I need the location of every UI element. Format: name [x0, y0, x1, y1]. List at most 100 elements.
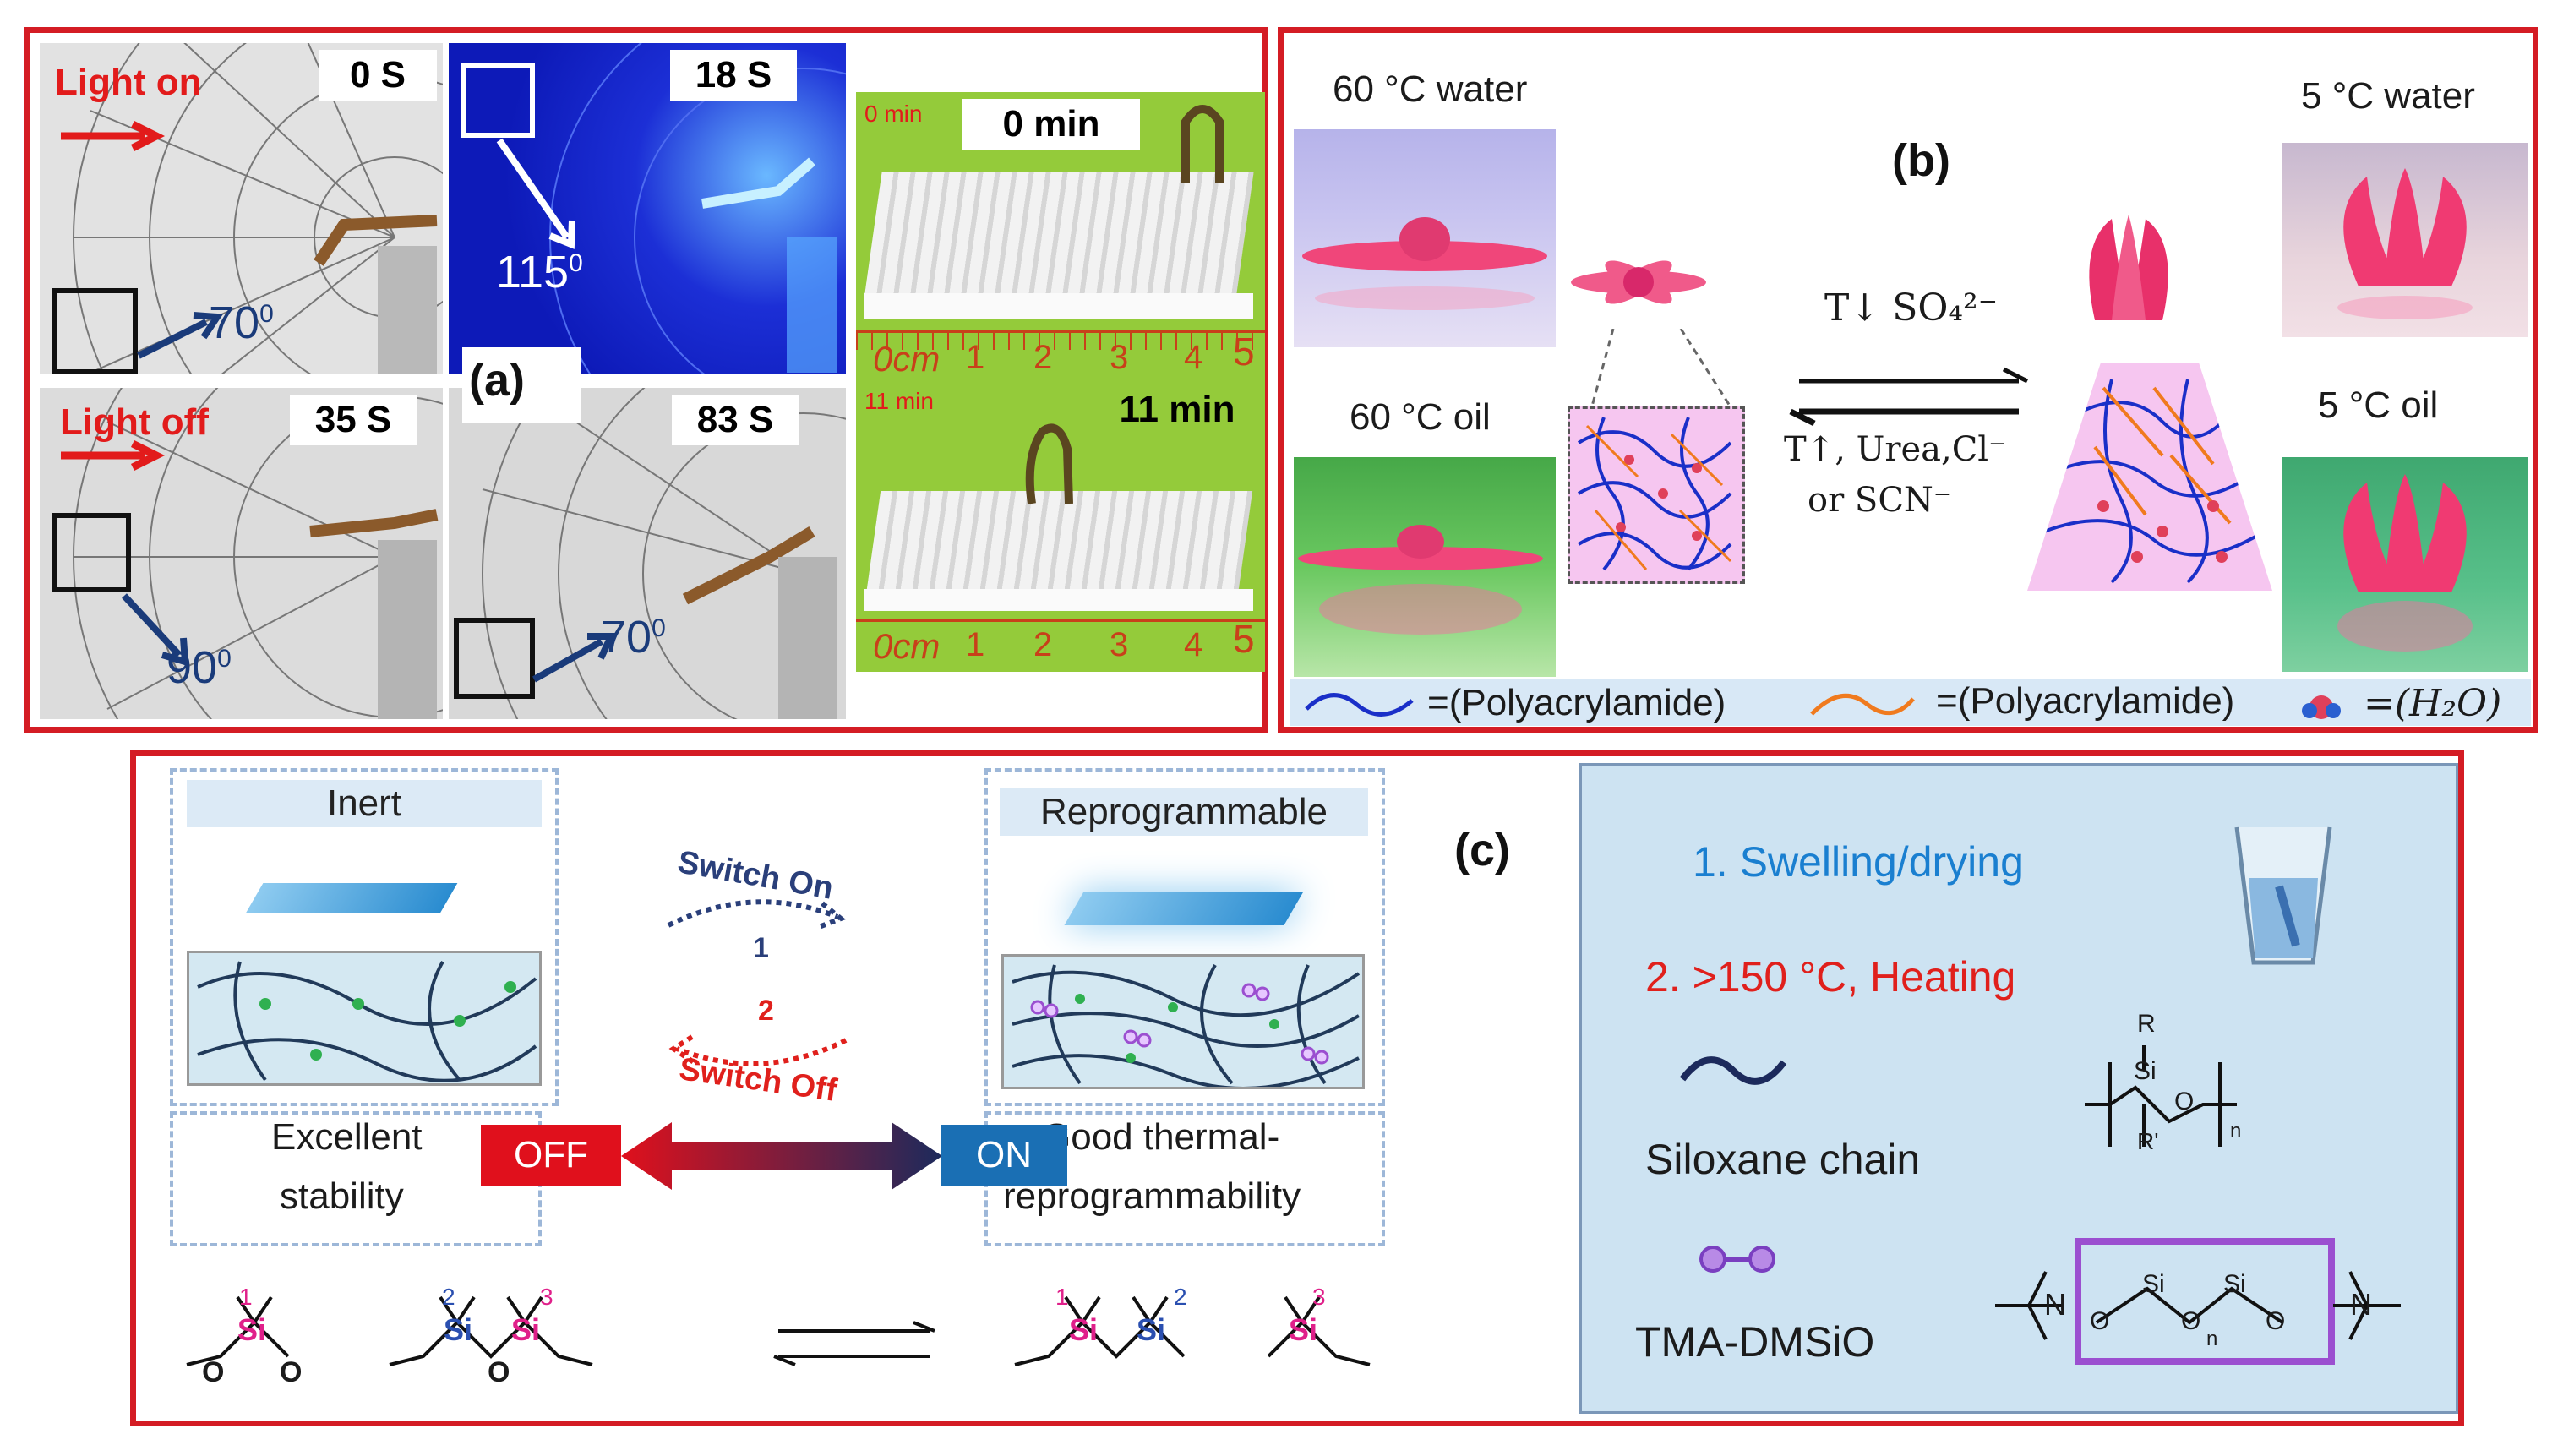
- inert-header: Inert: [187, 780, 542, 827]
- photo-cold-water: [2282, 143, 2528, 337]
- orange-chain-icon: [1810, 693, 1915, 716]
- siloxane-equilibrium-drawing: [186, 1295, 1371, 1366]
- tma-structure-drawing: [1995, 1271, 2401, 1340]
- si-atom-3: Si: [511, 1312, 541, 1347]
- hot-oil-label: 60 °C oil: [1350, 396, 1491, 438]
- degree-sup: 0: [652, 614, 666, 642]
- off-badge: OFF: [481, 1125, 621, 1186]
- o-atom: O: [280, 1356, 303, 1388]
- panel-c-label: (c): [1454, 825, 1510, 875]
- zoom-lines: [1586, 329, 1742, 423]
- angle-value: 70: [601, 612, 652, 663]
- angle-label: 1150: [496, 246, 583, 298]
- o-atom: O: [202, 1356, 225, 1388]
- arrow-icon: [122, 593, 189, 667]
- angle-label: 900: [166, 641, 232, 694]
- panel-a-label-box: [462, 347, 581, 423]
- photo-hot-water: [1294, 129, 1556, 347]
- arrow-top-label: T↓ SO₄²⁻: [1824, 286, 1998, 330]
- inert-box: [170, 768, 559, 1106]
- n-subscript: n: [2206, 1328, 2218, 1350]
- flower-open-drawing: [1298, 525, 1543, 635]
- photo-a-0s: 0 S Light on 700: [40, 43, 443, 374]
- cold-oil-label: 5 °C oil: [2318, 384, 2439, 426]
- good-line-1: Good thermal-: [1042, 1116, 1280, 1158]
- legend-blue-label: =(Polyacrylamide): [1427, 682, 1726, 723]
- panel-a-label: (a): [469, 355, 525, 406]
- network-drawing: [1012, 964, 1361, 1090]
- actuator-strip: [1025, 423, 1073, 504]
- right-arrow-icon: [61, 439, 166, 472]
- gel-network-shrunk: [2027, 363, 2272, 591]
- highlight-box: [52, 288, 138, 374]
- legend-water-label: =(H₂O): [2364, 682, 2502, 725]
- ruler-tick-4: 4: [1184, 626, 1203, 663]
- tma-dmsio-label: TMA-DMSiO: [1635, 1318, 1875, 1366]
- si-atom-2: Si: [1137, 1312, 1166, 1347]
- sheet-side: [864, 589, 1253, 611]
- o-atom: O: [488, 1356, 510, 1388]
- switch-off-arrow-icon: [668, 1034, 848, 1066]
- number-2: 2: [442, 1284, 455, 1310]
- reprogrammable-network: [1001, 954, 1365, 1090]
- reprogrammable-box: [984, 768, 1385, 1106]
- n-subscript: n: [2230, 1120, 2242, 1142]
- number-1: 1: [239, 1284, 253, 1310]
- si-atom-2: Si: [444, 1312, 473, 1347]
- ruler-tick-3: 3: [1110, 339, 1129, 376]
- angle-value: 70: [209, 297, 260, 348]
- angle-label: 700: [601, 611, 666, 663]
- switch-on-arrow-icon: [667, 899, 846, 930]
- panel-b-label: (b): [1892, 135, 1950, 186]
- flower-closed-icon: [2089, 215, 2168, 320]
- time-tag: 83 S: [672, 395, 799, 445]
- inert-slab: [245, 883, 458, 913]
- degree-sup: 0: [217, 645, 232, 673]
- angle-label: 700: [209, 297, 274, 349]
- light-on-label: Light on: [55, 62, 202, 103]
- number-2: 2: [1174, 1284, 1187, 1310]
- arrow-bottom-label-1: T↑, Urea,Cl⁻: [1784, 430, 2007, 469]
- o-label: O: [2266, 1307, 2286, 1335]
- number-1: 1: [1055, 1284, 1069, 1310]
- ruler-unit: 0cm: [873, 626, 941, 666]
- panel-b: 60 °C water 60 °C oil T↓ SO₄²⁻ T↑, Urea,: [1278, 27, 2538, 733]
- photo-green-0min: 0cm 1 2 3 4 5 0 min 0 min: [856, 92, 1265, 388]
- arrow-icon: [532, 633, 617, 683]
- time-tag: 0 min: [962, 99, 1140, 150]
- ruler-tick-5: 5: [1233, 617, 1255, 661]
- ruler-tick-5: 5: [1233, 330, 1255, 374]
- flower-open-drawing: [1302, 217, 1547, 310]
- r-label: R: [2137, 1010, 2156, 1038]
- network-drawing: [2043, 379, 2266, 584]
- corner-time: 0 min: [864, 101, 923, 127]
- right-arrow-icon: [61, 120, 166, 152]
- ruler-tick-2: 2: [1033, 339, 1053, 376]
- switch-off-number: 2: [758, 995, 774, 1027]
- number-3: 3: [540, 1284, 553, 1310]
- hot-water-label: 60 °C water: [1333, 68, 1528, 110]
- photo-a-18s: 18 S 1150: [449, 43, 846, 374]
- siloxane-chain-icon: [1679, 1056, 1787, 1085]
- network-drawing: [1577, 417, 1732, 571]
- ruler-tick-4: 4: [1184, 339, 1203, 376]
- tma-dmsio-icon: [1699, 1246, 1775, 1273]
- excellent-line-1: Excellent: [271, 1116, 423, 1158]
- highlight-box: [461, 63, 535, 138]
- blue-chain-icon: [1305, 693, 1414, 717]
- sheet-side: [864, 293, 1253, 319]
- r-prime-label: R': [2137, 1128, 2159, 1154]
- arrow-bottom-label-2: or SCN⁻: [1808, 481, 1952, 520]
- cold-water-label: 5 °C water: [2301, 75, 2475, 117]
- si-label: Si: [2134, 1057, 2157, 1085]
- gel-network-swollen: [1568, 406, 1745, 584]
- angle-value: 90: [166, 642, 218, 693]
- ruler-tick-3: 3: [1110, 626, 1129, 663]
- arrow-icon: [137, 312, 224, 359]
- ruler-unit: 0cm: [873, 339, 941, 379]
- time-tag: 0 S: [319, 50, 437, 101]
- n-plus-right: N: [2350, 1287, 2372, 1322]
- step-1-label: 1. Swelling/drying: [1693, 838, 2024, 886]
- flower-closed-drawing: [2337, 474, 2473, 652]
- time-tag: 11 min: [1119, 389, 1235, 430]
